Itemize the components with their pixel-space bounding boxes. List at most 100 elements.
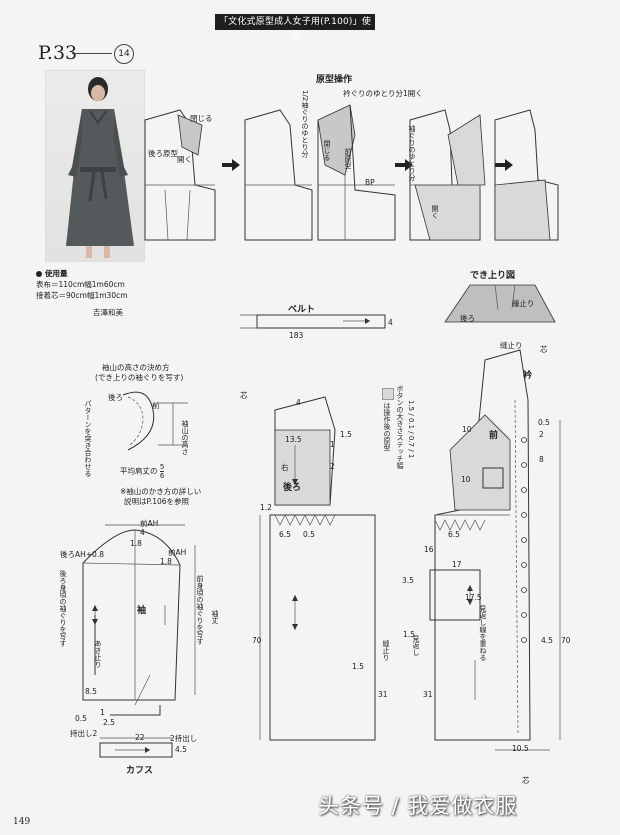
usage-block: 使用量 表布＝110cm幅1m60cm 接着芯＝90cm幅1m30cm bbox=[36, 268, 128, 301]
watermark: 头条号 / 我爱做衣服 bbox=[318, 794, 518, 818]
op-label-sleeve-ease: 袖ぐりのゆとり分 bbox=[408, 125, 416, 181]
sleeve-match: パターンを突き合わせる bbox=[84, 400, 92, 477]
belt-drawing bbox=[240, 314, 386, 329]
front-dim-0-5: 0.5 bbox=[538, 418, 550, 427]
front-collar-end: 縫止り bbox=[500, 341, 523, 350]
sleeve-back-ah: 後ろAH+0.8 bbox=[60, 550, 104, 559]
front-slit: 見返し bbox=[412, 635, 420, 656]
back-dim-4: 4 bbox=[296, 398, 301, 407]
back-heart: 芯 bbox=[240, 391, 248, 400]
belt-width: 4 bbox=[388, 318, 393, 327]
front-label: 前 bbox=[489, 431, 499, 441]
sleeve-dim-1-8b: 1.8 bbox=[160, 557, 172, 566]
cuff-width: 4.5 bbox=[175, 745, 187, 754]
op-label-neck-ease: 衿ぐりのゆとり分1開く bbox=[343, 89, 423, 98]
back-yoke-right: 右 bbox=[281, 463, 289, 472]
front-collar-label: 衿 bbox=[523, 371, 533, 381]
finished-view-back: 後ろ bbox=[460, 314, 475, 323]
front-button-note: ボタンの大きさステッチ幅 bbox=[396, 385, 404, 469]
front-facing: 見返し線を重ねる bbox=[479, 605, 487, 661]
sleeve-dim-1: 1 bbox=[100, 708, 105, 717]
back-dim-70: 70 bbox=[252, 636, 262, 645]
front-dim-6-5: 6.5 bbox=[448, 530, 460, 539]
op-label-close-2: 閉じる bbox=[323, 140, 331, 161]
sleeve-note-sub: (でき上りの袖ぐりを写す) bbox=[95, 373, 184, 382]
back-dim-6-5: 6.5 bbox=[279, 530, 291, 539]
page-ref: P.33 bbox=[38, 42, 78, 64]
finished-view-loop: 緩止り bbox=[512, 299, 535, 308]
front-dim-4-5: 4.5 bbox=[541, 636, 553, 645]
front-button-dims: 1.5 / 0.1 / 0.7 / 1 bbox=[407, 400, 415, 459]
sleeve-front: 前 bbox=[152, 401, 160, 410]
op-label-bp: BP bbox=[365, 178, 375, 187]
sleeve-front-arm: 前身頃の袖ぐりを写す bbox=[196, 575, 204, 645]
front-pocket-w: 17 bbox=[452, 560, 462, 569]
front-dim-8: 8 bbox=[539, 455, 544, 464]
cuff-drawing bbox=[99, 737, 173, 758]
cuff-overlap: 2持出し bbox=[170, 734, 198, 743]
back-bodice-pattern bbox=[259, 396, 376, 741]
back-dim-13-5: 13.5 bbox=[285, 435, 302, 444]
page-ref-rule bbox=[72, 53, 112, 54]
sleeve-frac-num: 5 bbox=[159, 463, 165, 472]
finished-view-drawing bbox=[444, 284, 556, 323]
usage-heading: 使用量 bbox=[45, 269, 68, 278]
op-label-armhole-ease: 1/2袖ぐりのゆとり分 bbox=[301, 90, 309, 158]
sleeve-avg-shoulder: 平均肩丈の 5 6 bbox=[120, 463, 165, 480]
sleeve-dim-2-5: 2.5 bbox=[103, 718, 115, 727]
sleeve-dim-0-5: 0.5 bbox=[75, 714, 87, 723]
model-photo bbox=[45, 70, 145, 262]
usage-line-interfacing: 接着芯＝90cm幅1m30cm bbox=[36, 291, 128, 300]
belt-length: 183 bbox=[289, 331, 304, 340]
back-dim-2: 2 bbox=[330, 462, 335, 471]
front-dim-31: 31 bbox=[423, 690, 433, 699]
sleeve-opening: あき止り bbox=[94, 640, 102, 668]
back-dim-1-2: 1.2 bbox=[260, 503, 272, 512]
front-dim-2: 2 bbox=[539, 430, 544, 439]
item-number: 14 bbox=[114, 44, 134, 64]
sleeve-note-title: 袖山の高さの決め方 bbox=[102, 363, 170, 372]
sleeve-length: 袖丈 bbox=[211, 610, 219, 624]
sleeve-label: 袖 bbox=[137, 606, 147, 616]
sleeve-dim-4: 4 bbox=[140, 528, 145, 537]
sleeve-cap-drawing bbox=[122, 391, 188, 451]
front-dim-3-5: 3.5 bbox=[402, 576, 414, 585]
designer-name: 吉澤和美 bbox=[93, 308, 123, 317]
front-pocket-h: 17.5 bbox=[465, 593, 482, 602]
button-markers bbox=[521, 437, 527, 643]
bullet-icon bbox=[36, 271, 42, 277]
sleeve-pattern bbox=[82, 524, 196, 716]
cuff-title: カフス bbox=[126, 766, 154, 776]
sleeve-see-ref-2: 説明はP.106を参照 bbox=[124, 497, 190, 506]
sleeve-overlap: 持出し2 bbox=[70, 729, 98, 738]
front-heart-bottom: 芯 bbox=[522, 776, 530, 785]
front-dim-10-5: 10.5 bbox=[512, 744, 529, 753]
front-dim-10b: 10 bbox=[461, 475, 471, 484]
sleeve-front-ah-top: 前AH bbox=[140, 519, 159, 528]
front-dim-70: 70 bbox=[561, 636, 571, 645]
sleeve-frac: 5 6 bbox=[159, 463, 165, 480]
shifted-swatch bbox=[382, 388, 394, 400]
sleeve-cap-height: 袖山の高さ bbox=[181, 420, 189, 455]
sleeve-avg-shoulder-text: 平均肩丈の bbox=[120, 466, 158, 476]
back-dim-1-5b: 1.5 bbox=[352, 662, 364, 671]
op-label-close: 閉じる bbox=[190, 114, 213, 123]
front-dim-1-5: 1.5 bbox=[403, 630, 415, 639]
dress-illustration bbox=[66, 77, 134, 258]
sleeve-back: 後ろ bbox=[108, 393, 123, 402]
pattern-operation-title: 原型操作 bbox=[316, 75, 353, 85]
back-dim-1-5: 1.5 bbox=[340, 430, 352, 439]
belt-title: ベルト bbox=[288, 305, 316, 315]
op-label-back: 後ろ原型 bbox=[148, 149, 178, 158]
front-dim-10a: 10 bbox=[462, 425, 472, 434]
sleeve-see-ref: ※袖山のかき方の詳しい bbox=[120, 487, 202, 496]
cuff-length: 22 bbox=[135, 733, 145, 742]
front-dim-16: 16 bbox=[424, 545, 434, 554]
sleeve-front-ah: 前AH bbox=[168, 548, 187, 557]
sleeve-dim-8-5: 8.5 bbox=[85, 687, 97, 696]
pattern-operation-diagrams bbox=[144, 104, 559, 241]
op-label-front: 前原型 bbox=[344, 148, 352, 169]
front-heart: 芯 bbox=[540, 345, 548, 354]
back-label: 後ろ bbox=[283, 483, 302, 493]
front-bodice-pattern bbox=[429, 349, 561, 751]
